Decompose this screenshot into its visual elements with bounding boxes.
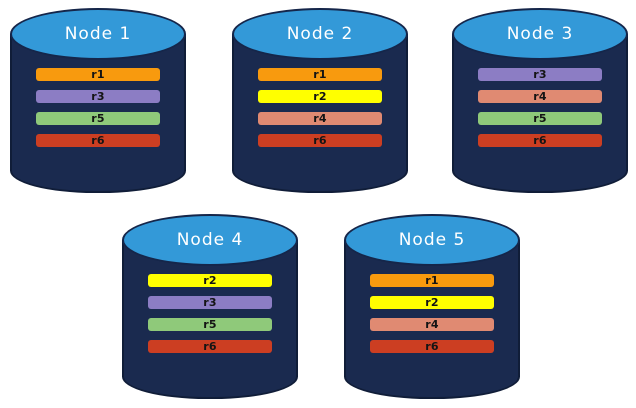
replica-label: r3	[533, 68, 547, 81]
replica-label: r2	[313, 90, 327, 103]
replica-bar-r5[interactable]: r5	[148, 318, 272, 331]
replica-stack: r1 r3 r5 r6	[10, 68, 186, 147]
replica-label: r1	[91, 68, 105, 81]
replica-label: r1	[313, 68, 327, 81]
replica-bar-r6[interactable]: r6	[258, 134, 382, 147]
replica-label: r5	[533, 112, 547, 125]
node-cylinder-top	[122, 214, 298, 266]
node-cylinder-top	[10, 8, 186, 60]
replica-label: r2	[203, 274, 217, 287]
node-cylinder-top	[452, 8, 628, 60]
replica-bar-r3[interactable]: r3	[36, 90, 160, 103]
replica-bar-r5[interactable]: r5	[36, 112, 160, 125]
replica-label: r3	[203, 296, 217, 309]
replica-bar-r3[interactable]: r3	[478, 68, 602, 81]
replica-bar-r6[interactable]: r6	[370, 340, 494, 353]
replica-stack: r3 r4 r5 r6	[452, 68, 628, 147]
replica-bar-r4[interactable]: r4	[370, 318, 494, 331]
replica-label: r3	[91, 90, 105, 103]
replica-bar-r5[interactable]: r5	[478, 112, 602, 125]
replica-label: r5	[203, 318, 217, 331]
replica-bar-r4[interactable]: r4	[258, 112, 382, 125]
replica-bar-r1[interactable]: r1	[258, 68, 382, 81]
replica-bar-r2[interactable]: r2	[370, 296, 494, 309]
replica-stack: r1 r2 r4 r6	[232, 68, 408, 147]
replica-bar-r6[interactable]: r6	[148, 340, 272, 353]
replica-label: r6	[425, 340, 439, 353]
replica-bar-r3[interactable]: r3	[148, 296, 272, 309]
replica-bar-r4[interactable]: r4	[478, 90, 602, 103]
replica-bar-r6[interactable]: r6	[36, 134, 160, 147]
node-cylinder-top	[344, 214, 520, 266]
replica-label: r6	[533, 134, 547, 147]
replica-bar-r1[interactable]: r1	[370, 274, 494, 287]
replica-stack: r2 r3 r5 r6	[122, 274, 298, 353]
replica-label: r2	[425, 296, 439, 309]
replica-bar-r6[interactable]: r6	[478, 134, 602, 147]
replica-bar-r2[interactable]: r2	[148, 274, 272, 287]
replica-label: r4	[533, 90, 547, 103]
replica-label: r1	[425, 274, 439, 287]
replica-label: r4	[313, 112, 327, 125]
replica-bar-r1[interactable]: r1	[36, 68, 160, 81]
replica-label: r4	[425, 318, 439, 331]
replica-label: r5	[91, 112, 105, 125]
replica-stack: r1 r2 r4 r6	[344, 274, 520, 353]
replica-label: r6	[91, 134, 105, 147]
replica-label: r6	[313, 134, 327, 147]
replica-bar-r2[interactable]: r2	[258, 90, 382, 103]
node-cylinder-top	[232, 8, 408, 60]
replica-label: r6	[203, 340, 217, 353]
